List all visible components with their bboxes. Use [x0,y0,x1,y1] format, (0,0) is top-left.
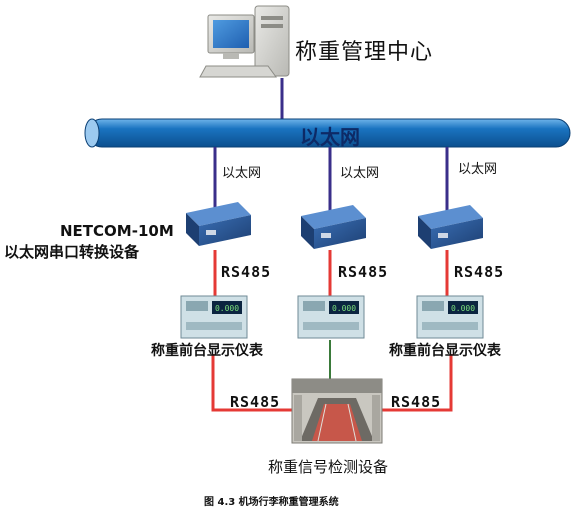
management-center-label: 称重管理中心 [295,40,434,65]
ethernet-label-3: 以太网 [458,162,498,177]
rs485-detector-lines [211,354,453,412]
rs485-label-5: RS485 [391,393,442,411]
detector-image [291,378,383,444]
figure-caption: 图 4.3 机场行李称重管理系统 [204,497,339,508]
weighing-indicator-1: 0.000 [180,295,248,339]
rs485-label-4: RS485 [230,393,281,411]
ethernet-label-1: 以太网 [222,166,262,181]
weighing-indicator-2: 0.000 [297,295,365,339]
computer-icon [199,5,290,78]
rs485-label-1: RS485 [221,263,272,281]
rs485-label-2: RS485 [338,263,389,281]
ethernet-label-2: 以太网 [340,166,380,181]
device-name-label: 以太网串口转换设备 [4,243,140,261]
converter-device-1 [186,202,251,246]
converter-device-2 [301,205,366,249]
ethernet-drops [213,147,449,212]
rs485-drops [213,250,449,296]
rs485-label-3: RS485 [454,263,505,281]
indicator-label-2: 称重前台显示仪表 [389,343,501,359]
ethernet-bus [84,118,571,148]
detector-label: 称重信号检测设备 [268,458,389,476]
bus-label: 以太网 [300,125,360,149]
converter-device-3 [418,205,483,249]
indicator-reading-1: 0.000 [215,304,239,313]
indicator-reading-2: 0.000 [332,304,356,313]
indicator-reading-3: 0.000 [451,304,475,313]
weighing-indicator-3: 0.000 [416,295,484,339]
device-model-label: NETCOM-10M [60,222,174,240]
indicator-label-1: 称重前台显示仪表 [151,343,263,359]
